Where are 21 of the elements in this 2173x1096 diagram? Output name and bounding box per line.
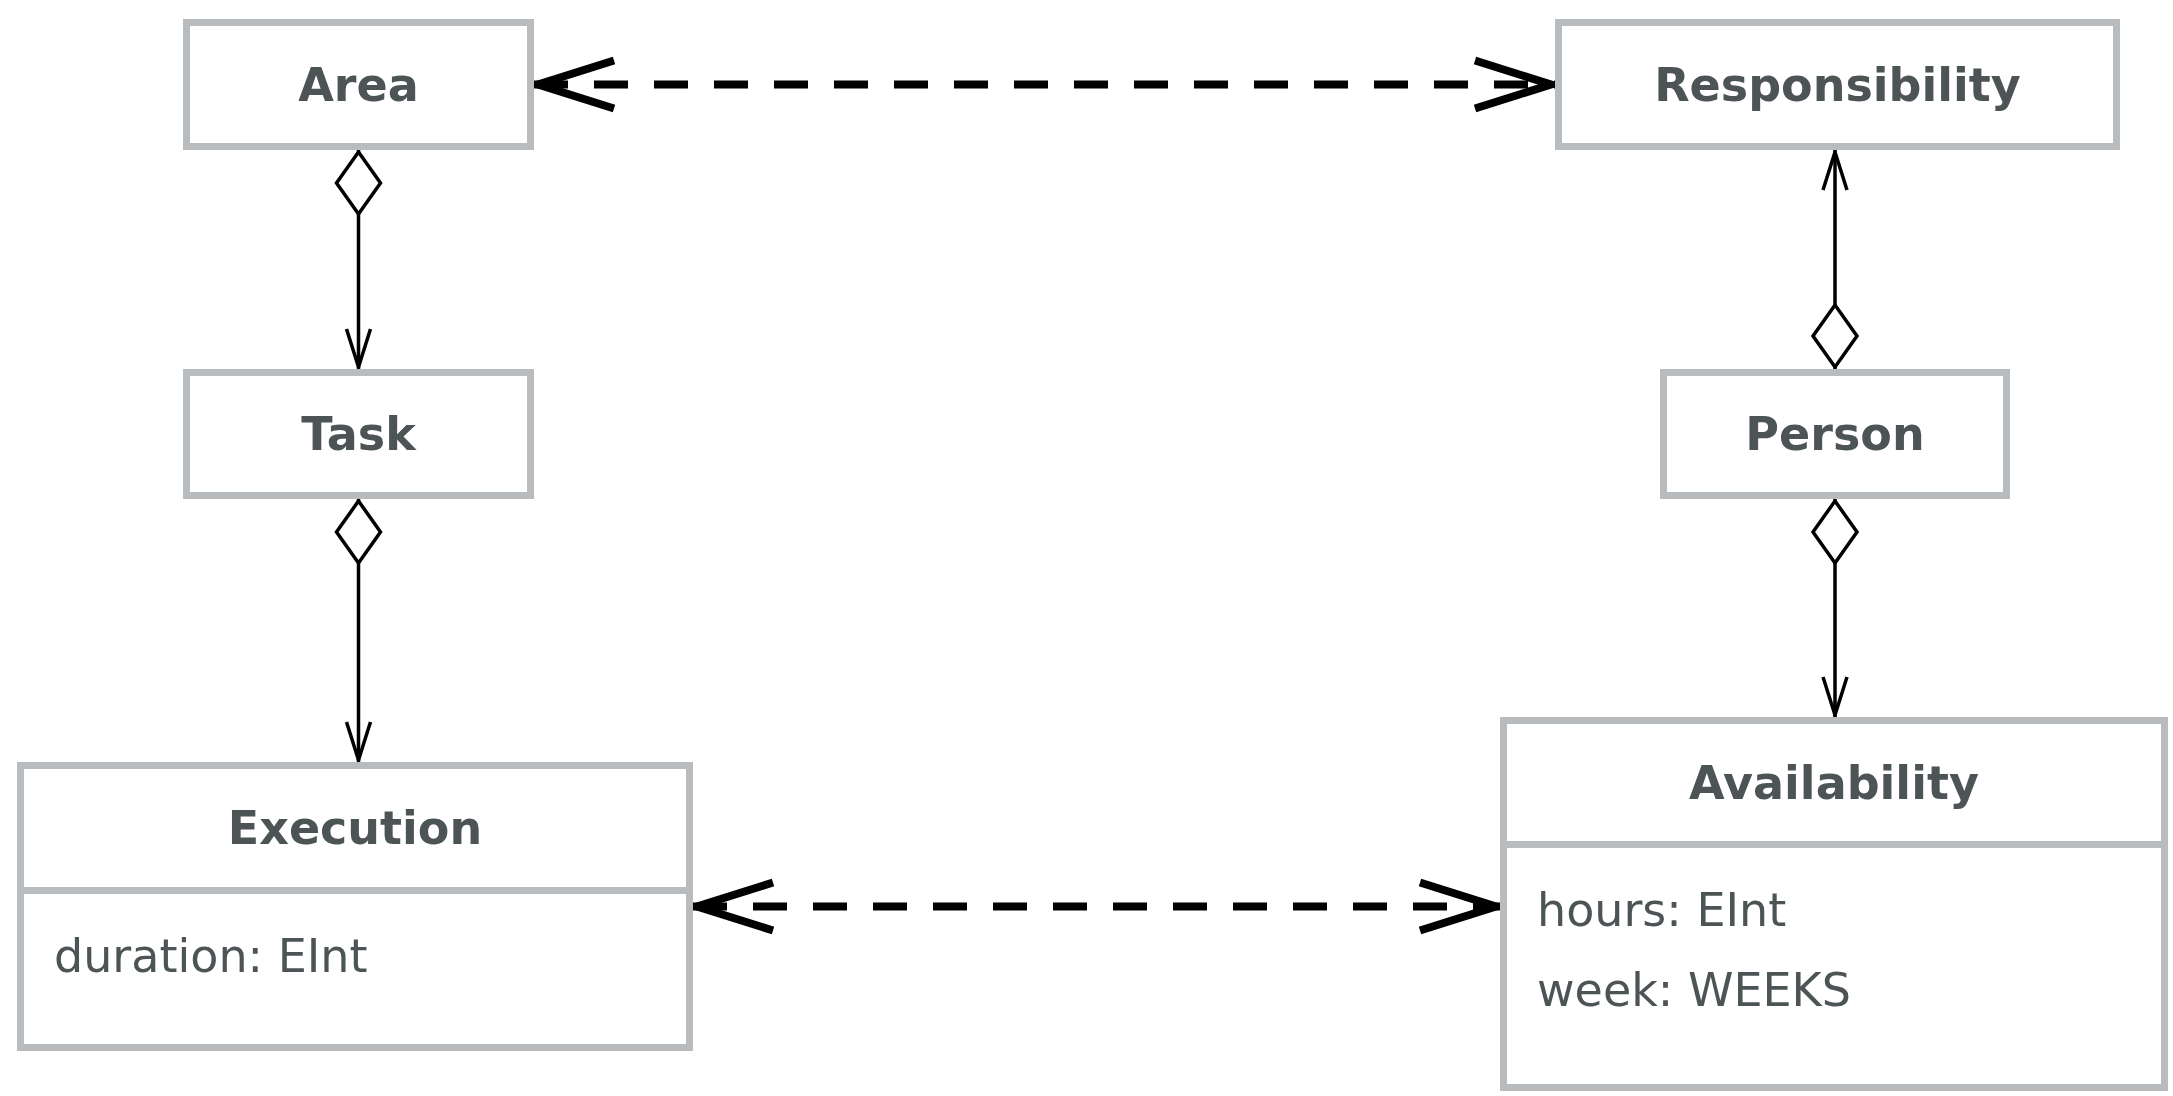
class-box bbox=[17, 762, 693, 1051]
aggregation-arrow bbox=[1811, 150, 1859, 369]
class-name: Task bbox=[301, 407, 416, 461]
class-name: Availability bbox=[1689, 755, 1979, 810]
attribute-text: week: WEEKS bbox=[1537, 962, 1851, 1019]
class-name: Area bbox=[298, 57, 419, 112]
aggregation-arrow bbox=[1811, 499, 1859, 717]
class-box bbox=[183, 369, 534, 499]
attribute-text: duration: EInt bbox=[54, 928, 368, 985]
aggregation-arrow bbox=[334, 499, 383, 762]
class-box bbox=[1500, 717, 2168, 1091]
attribute-text: hours: EInt bbox=[1537, 882, 1787, 939]
aggregation-arrow bbox=[334, 150, 383, 369]
class-box bbox=[1660, 369, 2010, 499]
class-name: Responsibility bbox=[1654, 57, 2021, 112]
association-arrow bbox=[693, 878, 1500, 935]
class-box bbox=[1555, 19, 2120, 150]
class-name: Execution bbox=[227, 801, 483, 855]
class-box bbox=[183, 19, 534, 150]
association-arrow bbox=[534, 56, 1555, 113]
class-name: Person bbox=[1745, 407, 1925, 461]
